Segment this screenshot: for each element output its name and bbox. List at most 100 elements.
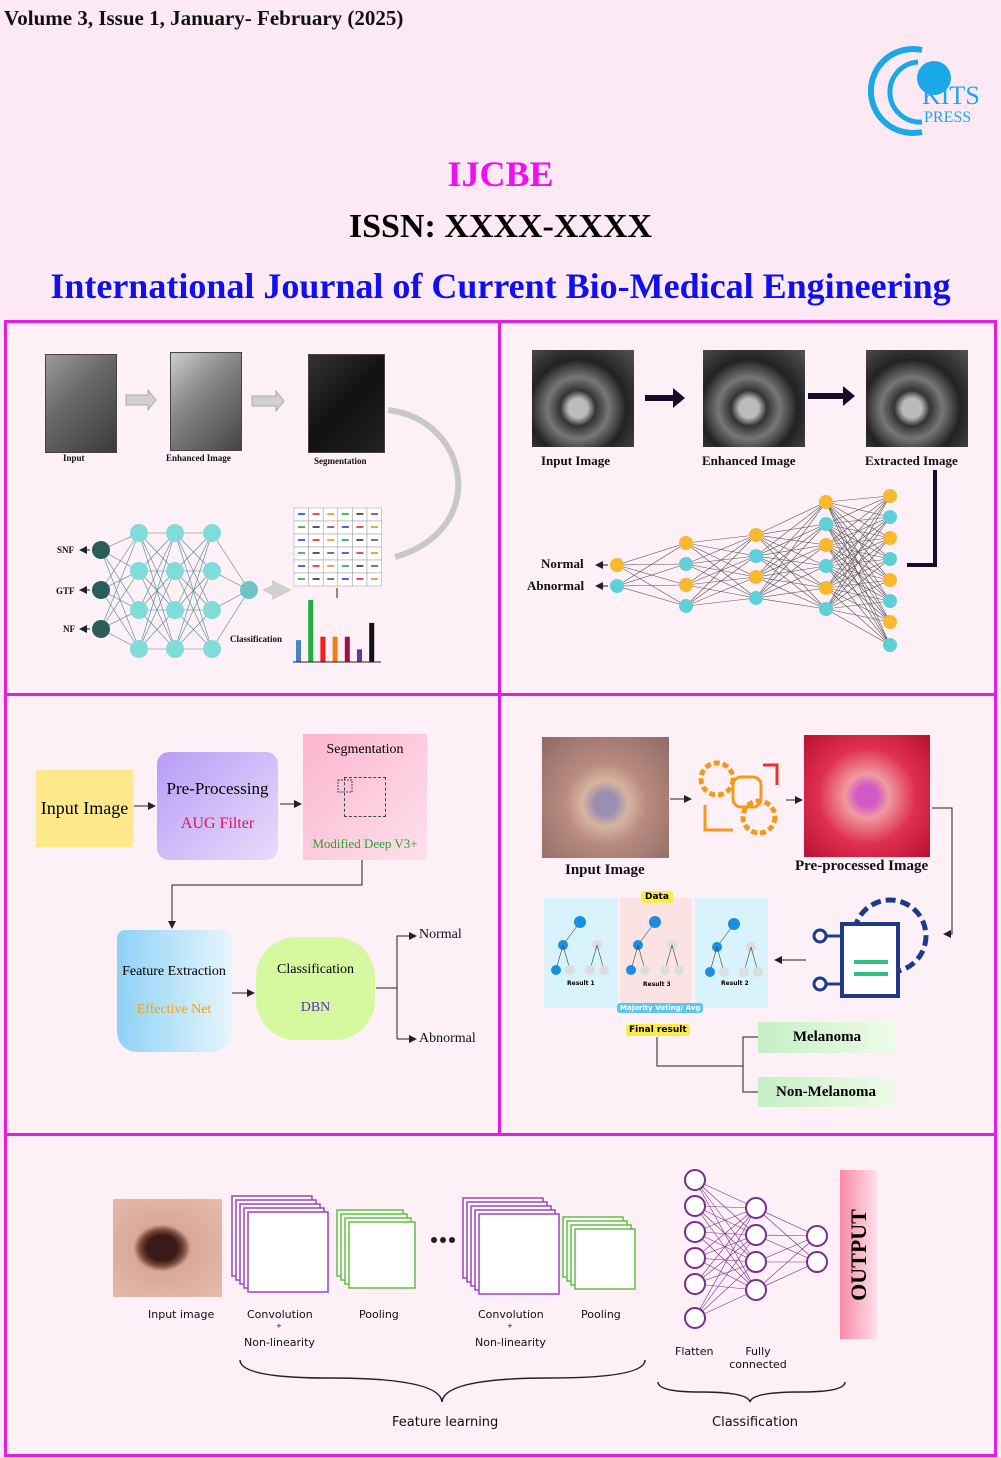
forest-result-2: Result 2 [721,980,749,987]
label-abnormal: Abnormal [527,578,585,593]
mri-net-edge [825,495,891,610]
bone-net-edge [138,570,176,650]
mri-net-node [819,495,833,509]
mri-net-edge [755,523,827,599]
fc-net-edge [694,1207,757,1319]
label-pooling-1: Pooling [359,1308,399,1321]
mri-net-edge [616,542,687,566]
skin-input-image [542,737,669,858]
mri-net-node [749,549,763,563]
mri-net-node [819,581,833,595]
mri-net-edge [616,542,687,587]
skin-preprocessed-image [804,735,930,857]
tree-node [674,965,684,975]
fc-net-edge [694,1205,757,1263]
bone-net-node [130,601,148,619]
mri-net-edge [825,495,891,589]
mri-net-edge [616,585,687,607]
label-enhanced: Enhanced Image [166,453,231,463]
mri-net-node [749,591,763,605]
forest-bg-right [695,898,768,1008]
mri-net-edge [825,608,891,646]
fc-net-node [806,1251,828,1273]
mri-net-edge [755,565,827,599]
curved-arrow-icon [387,407,462,560]
brace-feature-learning [239,1359,646,1403]
forest-result-3: Result 3 [643,981,671,988]
mri-net-edge [825,501,891,602]
label-gtf: GTF [56,586,75,596]
black-arrow-icon [808,386,855,406]
melanoma-box: Melanoma [758,1022,896,1053]
flow-connector [656,1036,758,1067]
fc-net-node [684,1195,706,1217]
bone-net-node [92,541,110,559]
mri-net-edge [755,597,827,610]
mri-net-edge [825,565,891,602]
feature-extraction-title: Feature Extraction [122,964,226,979]
bone-net-edge [100,570,140,630]
bar-chart-bar [332,636,338,662]
bone-net-node [166,640,184,658]
tree-node [551,965,561,975]
mri-net-edge [825,495,891,546]
bone-net-node [203,524,221,542]
fc-net-node [684,1247,706,1269]
mri-net-edge [825,565,891,646]
mri-net-edge [685,576,757,607]
fc-net-edge [694,1234,757,1319]
bar-chart-bar [344,636,350,662]
issn: ISSN: XXXX-XXXX [348,208,653,245]
mri-net-edge [685,534,757,544]
brace-classification [657,1381,846,1403]
mri-net-node [883,638,897,652]
bar-chart-bar [296,640,301,662]
tree-node [565,965,575,975]
mri-net-edge [755,501,827,536]
enhanced-xray-image [170,352,242,451]
hierarchy-icon [344,777,386,817]
mri-net-edge [755,576,827,589]
mri-enhanced-image [703,350,805,447]
mri-net-edge [685,555,757,607]
fc-net-edge [694,1205,757,1291]
mri-net-node [679,599,693,613]
mri-net-edge [825,579,891,610]
fc-net-edge [755,1261,818,1291]
kits-press-logo: KITS PRESS [862,44,996,136]
mri-net-node [679,557,693,571]
ellipsis-dot [449,1237,455,1243]
mri-extracted-image [866,350,968,447]
fc-net-node [745,1279,767,1301]
fc-net-edge [694,1231,757,1291]
segmentation-xray-image [308,354,385,453]
tree-node [640,965,650,975]
input-image-box: Input Image [36,770,133,847]
bent-arrow-icon [907,470,937,567]
fc-net-edge [755,1207,818,1237]
melanoma-label: Melanoma [792,1029,862,1045]
mri-net-node [819,559,833,573]
tree-node [649,916,661,928]
mri-net-edge [825,544,891,646]
mri-net-edge [755,523,827,557]
document-gear-icon [810,890,935,1000]
black-arrow-icon [645,388,685,408]
fc-net-edge [755,1235,818,1263]
tree-node [599,965,609,975]
non-melanoma-label: Non-Melanoma [776,1083,876,1100]
svg-text:PRESS: PRESS [924,109,971,126]
tree-node [705,967,715,977]
fc-net-node [684,1221,706,1243]
conv-feature-map [478,1213,560,1295]
flow-connector [742,1066,758,1093]
mri-net-edge [685,534,757,607]
input-xray-image [45,354,117,453]
feature-extraction-method: Effective Net [136,1002,212,1017]
bone-net-node [92,581,110,599]
mri-net-edge [825,537,891,610]
mri-net-edge [616,563,687,587]
preprocessing-title: Pre-Processing [166,779,269,798]
output-box: OUTPUT [840,1170,877,1339]
input-image-label: Input Image [40,798,129,818]
